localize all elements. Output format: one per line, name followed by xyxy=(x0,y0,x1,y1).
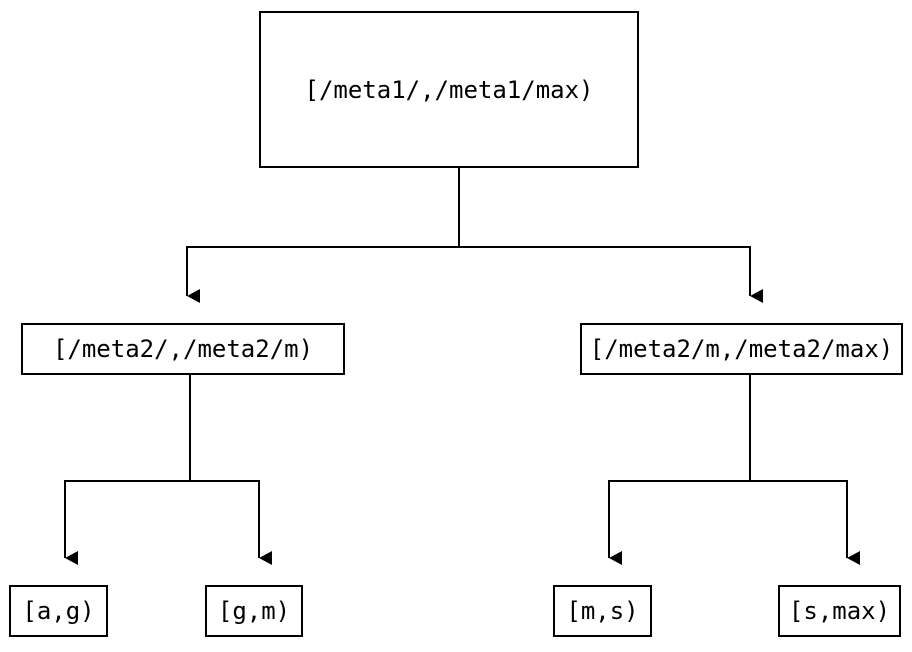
node-root[interactable]: [/meta1/,/meta1/max) xyxy=(259,11,639,168)
node-leaf-1-label: [a,g) xyxy=(22,597,95,625)
node-leaf-4[interactable]: [s,max) xyxy=(778,585,901,637)
node-leaf-1[interactable]: [a,g) xyxy=(9,585,108,637)
edge-mid-left-to-leaf-1 xyxy=(64,375,191,565)
node-leaf-4-label: [s,max) xyxy=(788,597,891,625)
node-mid-left-label: [/meta2/,/meta2/m) xyxy=(52,335,314,363)
node-root-label: [/meta1/,/meta1/max) xyxy=(304,75,594,104)
node-mid-left[interactable]: [/meta2/,/meta2/m) xyxy=(21,323,345,375)
node-mid-right-label: [/meta2/m,/meta2/max) xyxy=(589,335,894,363)
edge-mid-right-to-leaf-4 xyxy=(749,375,860,565)
node-leaf-2[interactable]: [g,m) xyxy=(205,585,303,637)
edge-mid-left-to-leaf-2 xyxy=(189,375,272,565)
edge-root-to-mid-left xyxy=(186,168,460,303)
edge-root-to-mid-right xyxy=(458,168,763,303)
edge-mid-right-to-leaf-3 xyxy=(608,375,751,565)
node-leaf-3-label: [m,s) xyxy=(566,597,639,625)
node-leaf-2-label: [g,m) xyxy=(217,597,291,625)
node-leaf-3[interactable]: [m,s) xyxy=(553,585,652,637)
node-mid-right[interactable]: [/meta2/m,/meta2/max) xyxy=(580,323,903,375)
